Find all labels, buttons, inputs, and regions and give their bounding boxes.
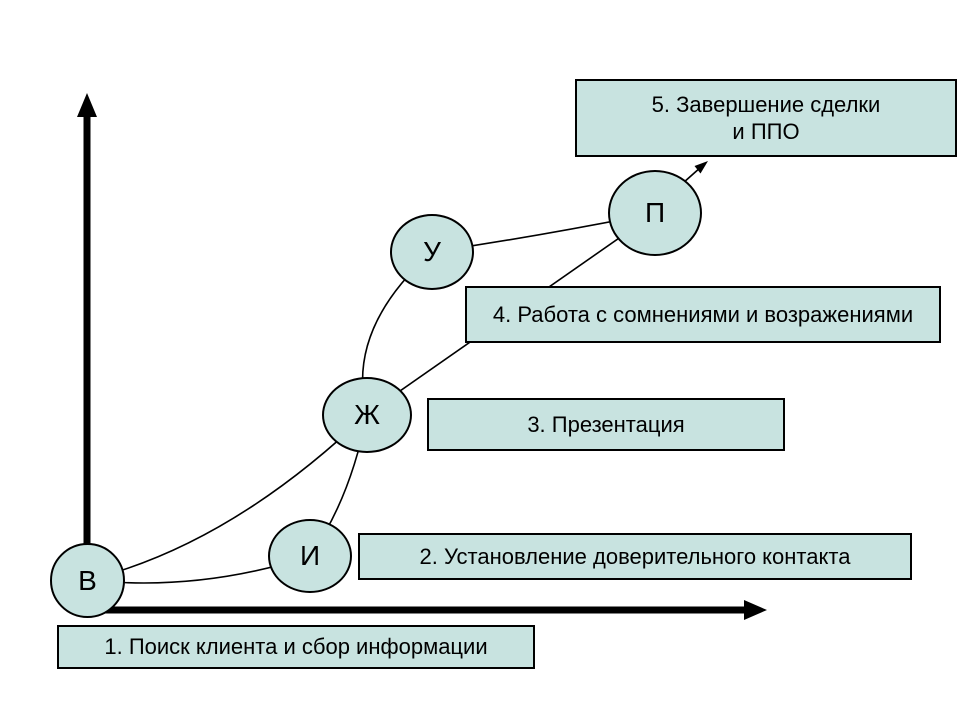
stage-box-2-label: 2. Установление доверительного контакта — [419, 543, 851, 569]
node-circle-u: У — [390, 214, 474, 290]
node-circle-p: П — [608, 170, 702, 256]
stage-box-1: 1. Поиск клиента и сбор информации — [57, 625, 535, 669]
stage-box-2: 2. Установление доверительного контакта — [358, 533, 912, 580]
node-letter-u: У — [423, 236, 441, 267]
stage-box-5-label-line2: и ППО — [732, 119, 800, 144]
x-axis-arrowhead-icon — [744, 600, 767, 620]
stage-box-1-label: 1. Поиск клиента и сбор информации — [104, 634, 488, 660]
stage-box-4: 4. Работа с сомнениями и возражениями — [465, 286, 941, 343]
stage-box-3-label: 3. Презентация — [527, 411, 685, 437]
final-arrowhead-icon — [694, 161, 708, 174]
y-axis-arrowhead-icon — [77, 93, 97, 117]
stage-box-5-label-line1: 5. Завершение сделки — [651, 91, 881, 117]
node-letter-v: В — [78, 564, 97, 596]
stage-box-5: 5. Завершение сделки и ППО — [575, 79, 957, 157]
node-letter-p: П — [644, 197, 666, 228]
node-circle-zh: Ж — [322, 377, 412, 453]
stage-box-3: 3. Презентация — [427, 398, 785, 451]
node-circle-i: И — [268, 519, 352, 593]
stage-box-4-label: 4. Работа с сомнениями и возражениями — [492, 301, 914, 327]
node-circle-v: В — [50, 543, 125, 618]
node-letter-i: И — [299, 540, 321, 571]
node-letter-zh: Ж — [354, 399, 380, 430]
line-v-to-zh — [87, 413, 368, 581]
